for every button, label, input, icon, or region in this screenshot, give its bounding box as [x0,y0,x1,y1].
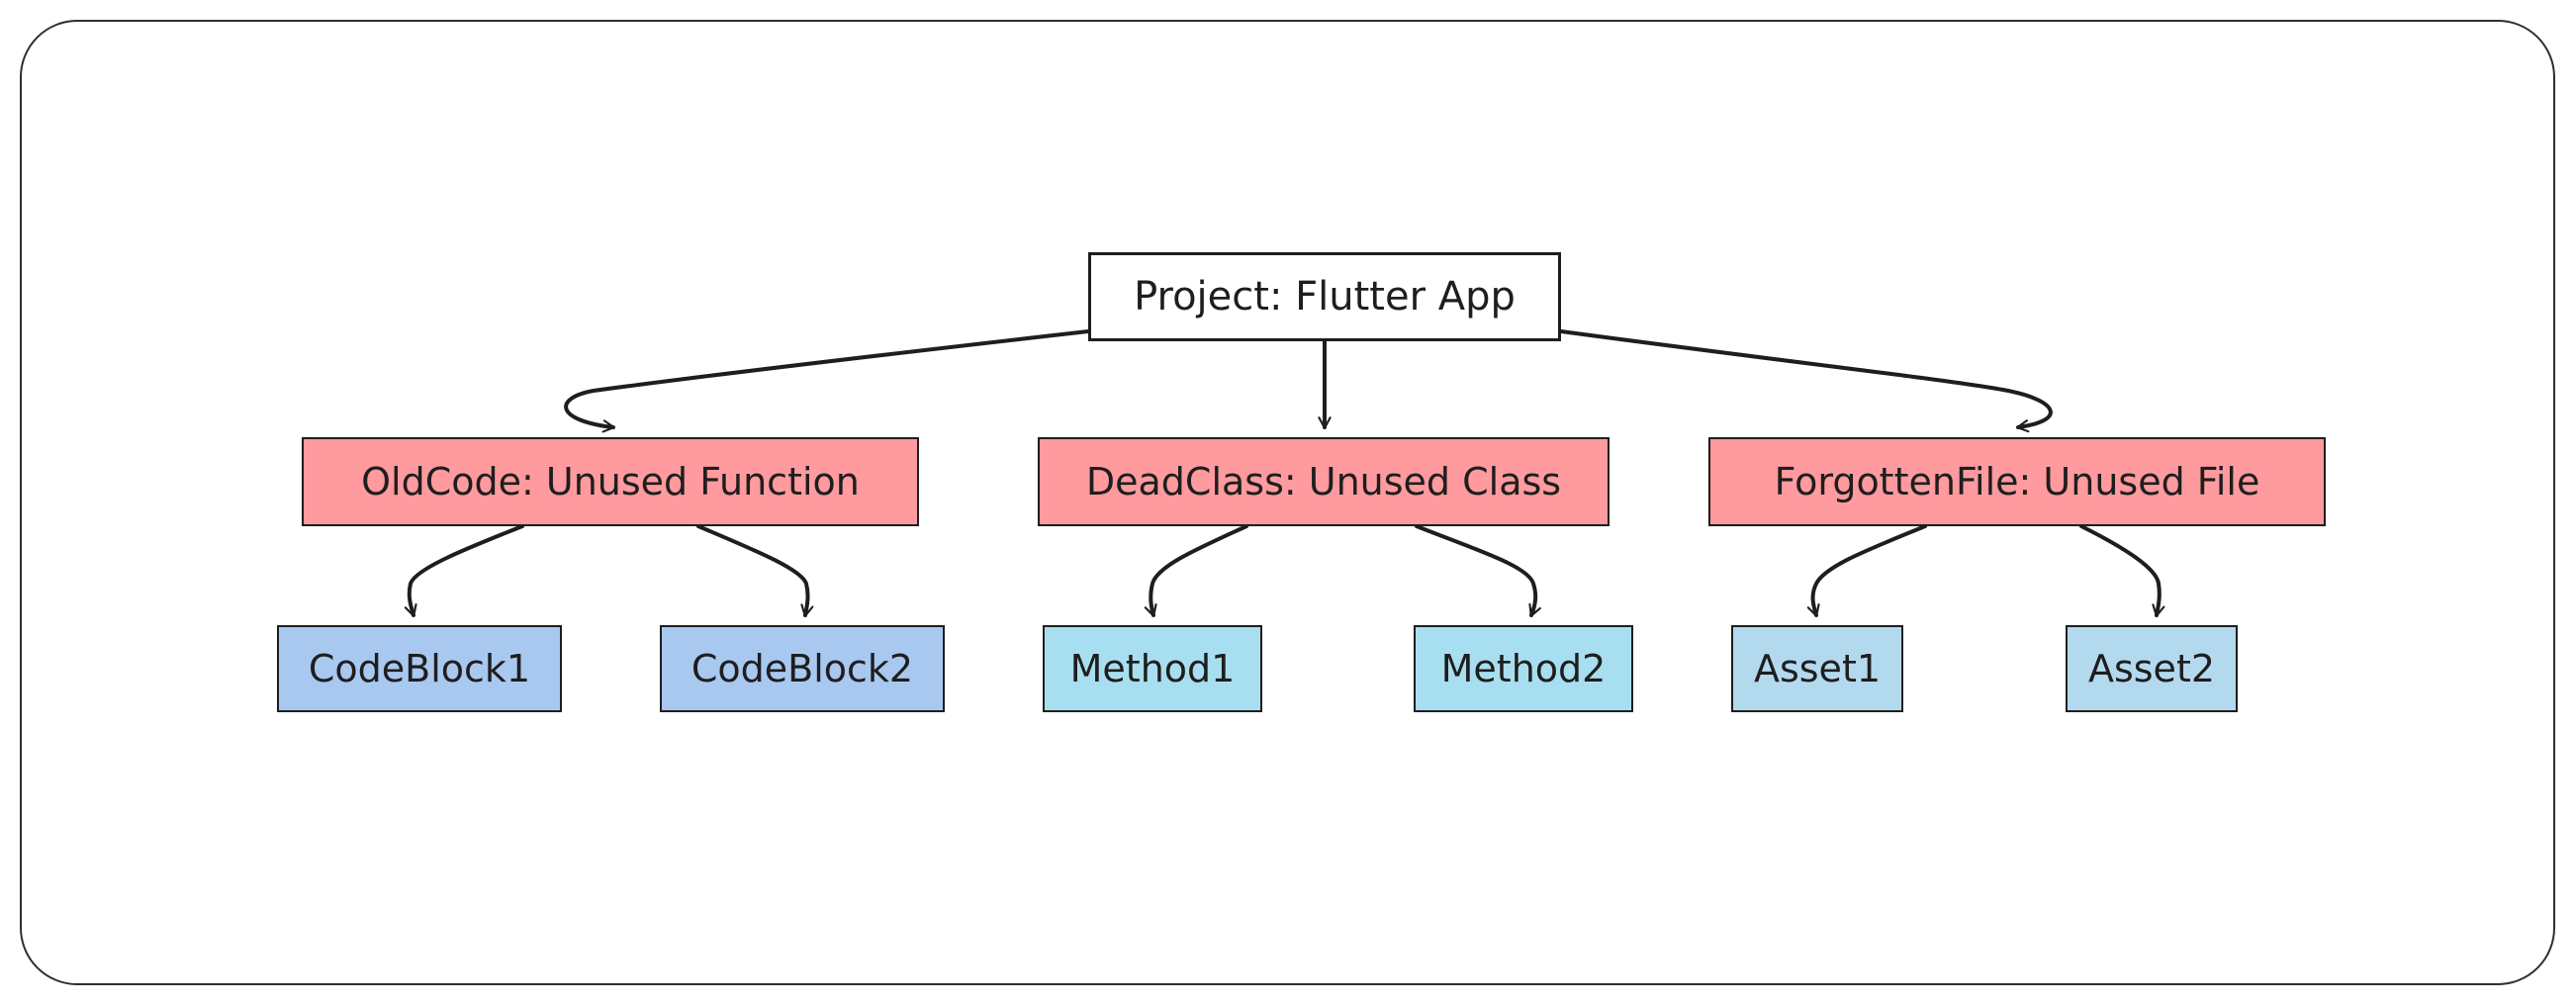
leaf-node-method2[interactable]: Method2 [1414,625,1633,712]
edge-oldcode-to-codeblock2 [696,524,814,617]
edge-deadclass-to-method2 [1415,524,1541,617]
branch-node-label: ForgottenFile: Unused File [1774,460,2260,503]
leaf-node-codeblock2[interactable]: CodeBlock2 [660,625,945,712]
edge-root-to-oldcode [564,329,1090,433]
leaf-node-label: Asset1 [1753,647,1882,690]
branch-node-label: DeadClass: Unused Class [1085,460,1562,503]
branch-node-oldcode[interactable]: OldCode: Unused Function [302,437,919,526]
leaf-node-label: Method2 [1440,647,1607,690]
branch-node-label: OldCode: Unused Function [361,460,860,503]
edge-deadclass-to-method1 [1144,524,1248,617]
edge-forgottenfile-to-asset1 [1806,524,1927,617]
leaf-node-asset1[interactable]: Asset1 [1731,625,1903,712]
branch-node-forgottenfile[interactable]: ForgottenFile: Unused File [1708,437,2326,526]
root-node[interactable]: Project: Flutter App [1088,252,1561,341]
leaf-node-codeblock1[interactable]: CodeBlock1 [277,625,562,712]
leaf-node-label: Method1 [1069,647,1236,690]
edge-root-to-forgottenfile [1559,329,2053,433]
leaf-node-method1[interactable]: Method1 [1043,625,1262,712]
root-node-label: Project: Flutter App [1134,274,1516,320]
leaf-node-label: CodeBlock2 [690,647,914,690]
edge-forgottenfile-to-asset2 [2079,524,2165,617]
leaf-node-label: Asset2 [2087,647,2216,690]
edge-oldcode-to-codeblock1 [404,524,524,617]
leaf-node-asset2[interactable]: Asset2 [2066,625,2238,712]
leaf-node-label: CodeBlock1 [308,647,531,690]
branch-node-deadclass[interactable]: DeadClass: Unused Class [1038,437,1610,526]
